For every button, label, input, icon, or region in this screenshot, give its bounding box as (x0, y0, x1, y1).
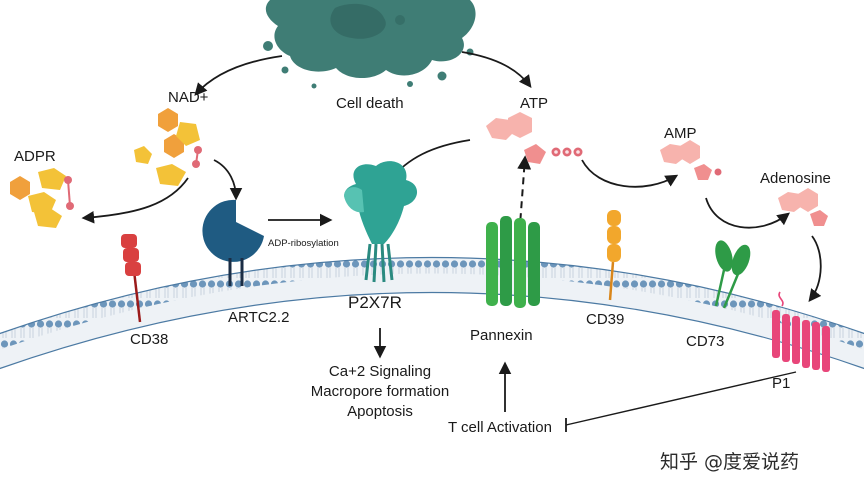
p2x7r-receptor (344, 161, 418, 283)
p1-receptor (772, 291, 830, 372)
label-adpr: ADPR (14, 148, 56, 165)
label-adp-ribosylation: ADP-ribosylation (268, 238, 339, 249)
adpr-molecule (10, 168, 74, 228)
label-pannexin: Pannexin (470, 327, 533, 344)
labels: Cell death NAD+ ADPR ATP AMP Adenosine A… (14, 89, 831, 436)
label-adenosine: Adenosine (760, 170, 831, 187)
artc22-enzyme (202, 199, 264, 286)
label-cd73: CD73 (686, 333, 724, 350)
label-artc22: ARTC2.2 (228, 309, 289, 326)
watermark-text: 知乎 @度爱说药 (660, 451, 799, 473)
cd39-enzyme (607, 210, 621, 301)
atp-molecule (486, 112, 583, 164)
label-cd38: CD38 (130, 331, 168, 348)
nad-molecule (134, 108, 202, 186)
label-outcome-ca-signaling: Ca+2 Signaling (329, 363, 431, 380)
cell-membrane (0, 256, 864, 370)
label-cell-death: Cell death (336, 95, 404, 112)
adenosine-molecule (778, 188, 828, 226)
label-outcome-apoptosis: Apoptosis (347, 403, 413, 420)
watermark: 知乎 @度爱说药 (660, 451, 799, 473)
label-p1: P1 (772, 375, 790, 392)
pannexin-channel (486, 216, 540, 308)
cd73-enzyme (714, 240, 751, 309)
arrows (81, 51, 822, 432)
label-p2x7r: P2X7R (348, 293, 402, 312)
label-atp: ATP (520, 95, 548, 112)
label-nad: NAD+ (168, 89, 209, 106)
label-amp: AMP (664, 125, 697, 142)
cd38-receptor (121, 234, 142, 323)
label-t-cell-activation: T cell Activation (448, 419, 552, 436)
label-outcome-macropore: Macropore formation (311, 383, 449, 400)
amp-molecule (660, 140, 722, 180)
dying-cell (263, 0, 476, 89)
label-cd39: CD39 (586, 311, 624, 328)
